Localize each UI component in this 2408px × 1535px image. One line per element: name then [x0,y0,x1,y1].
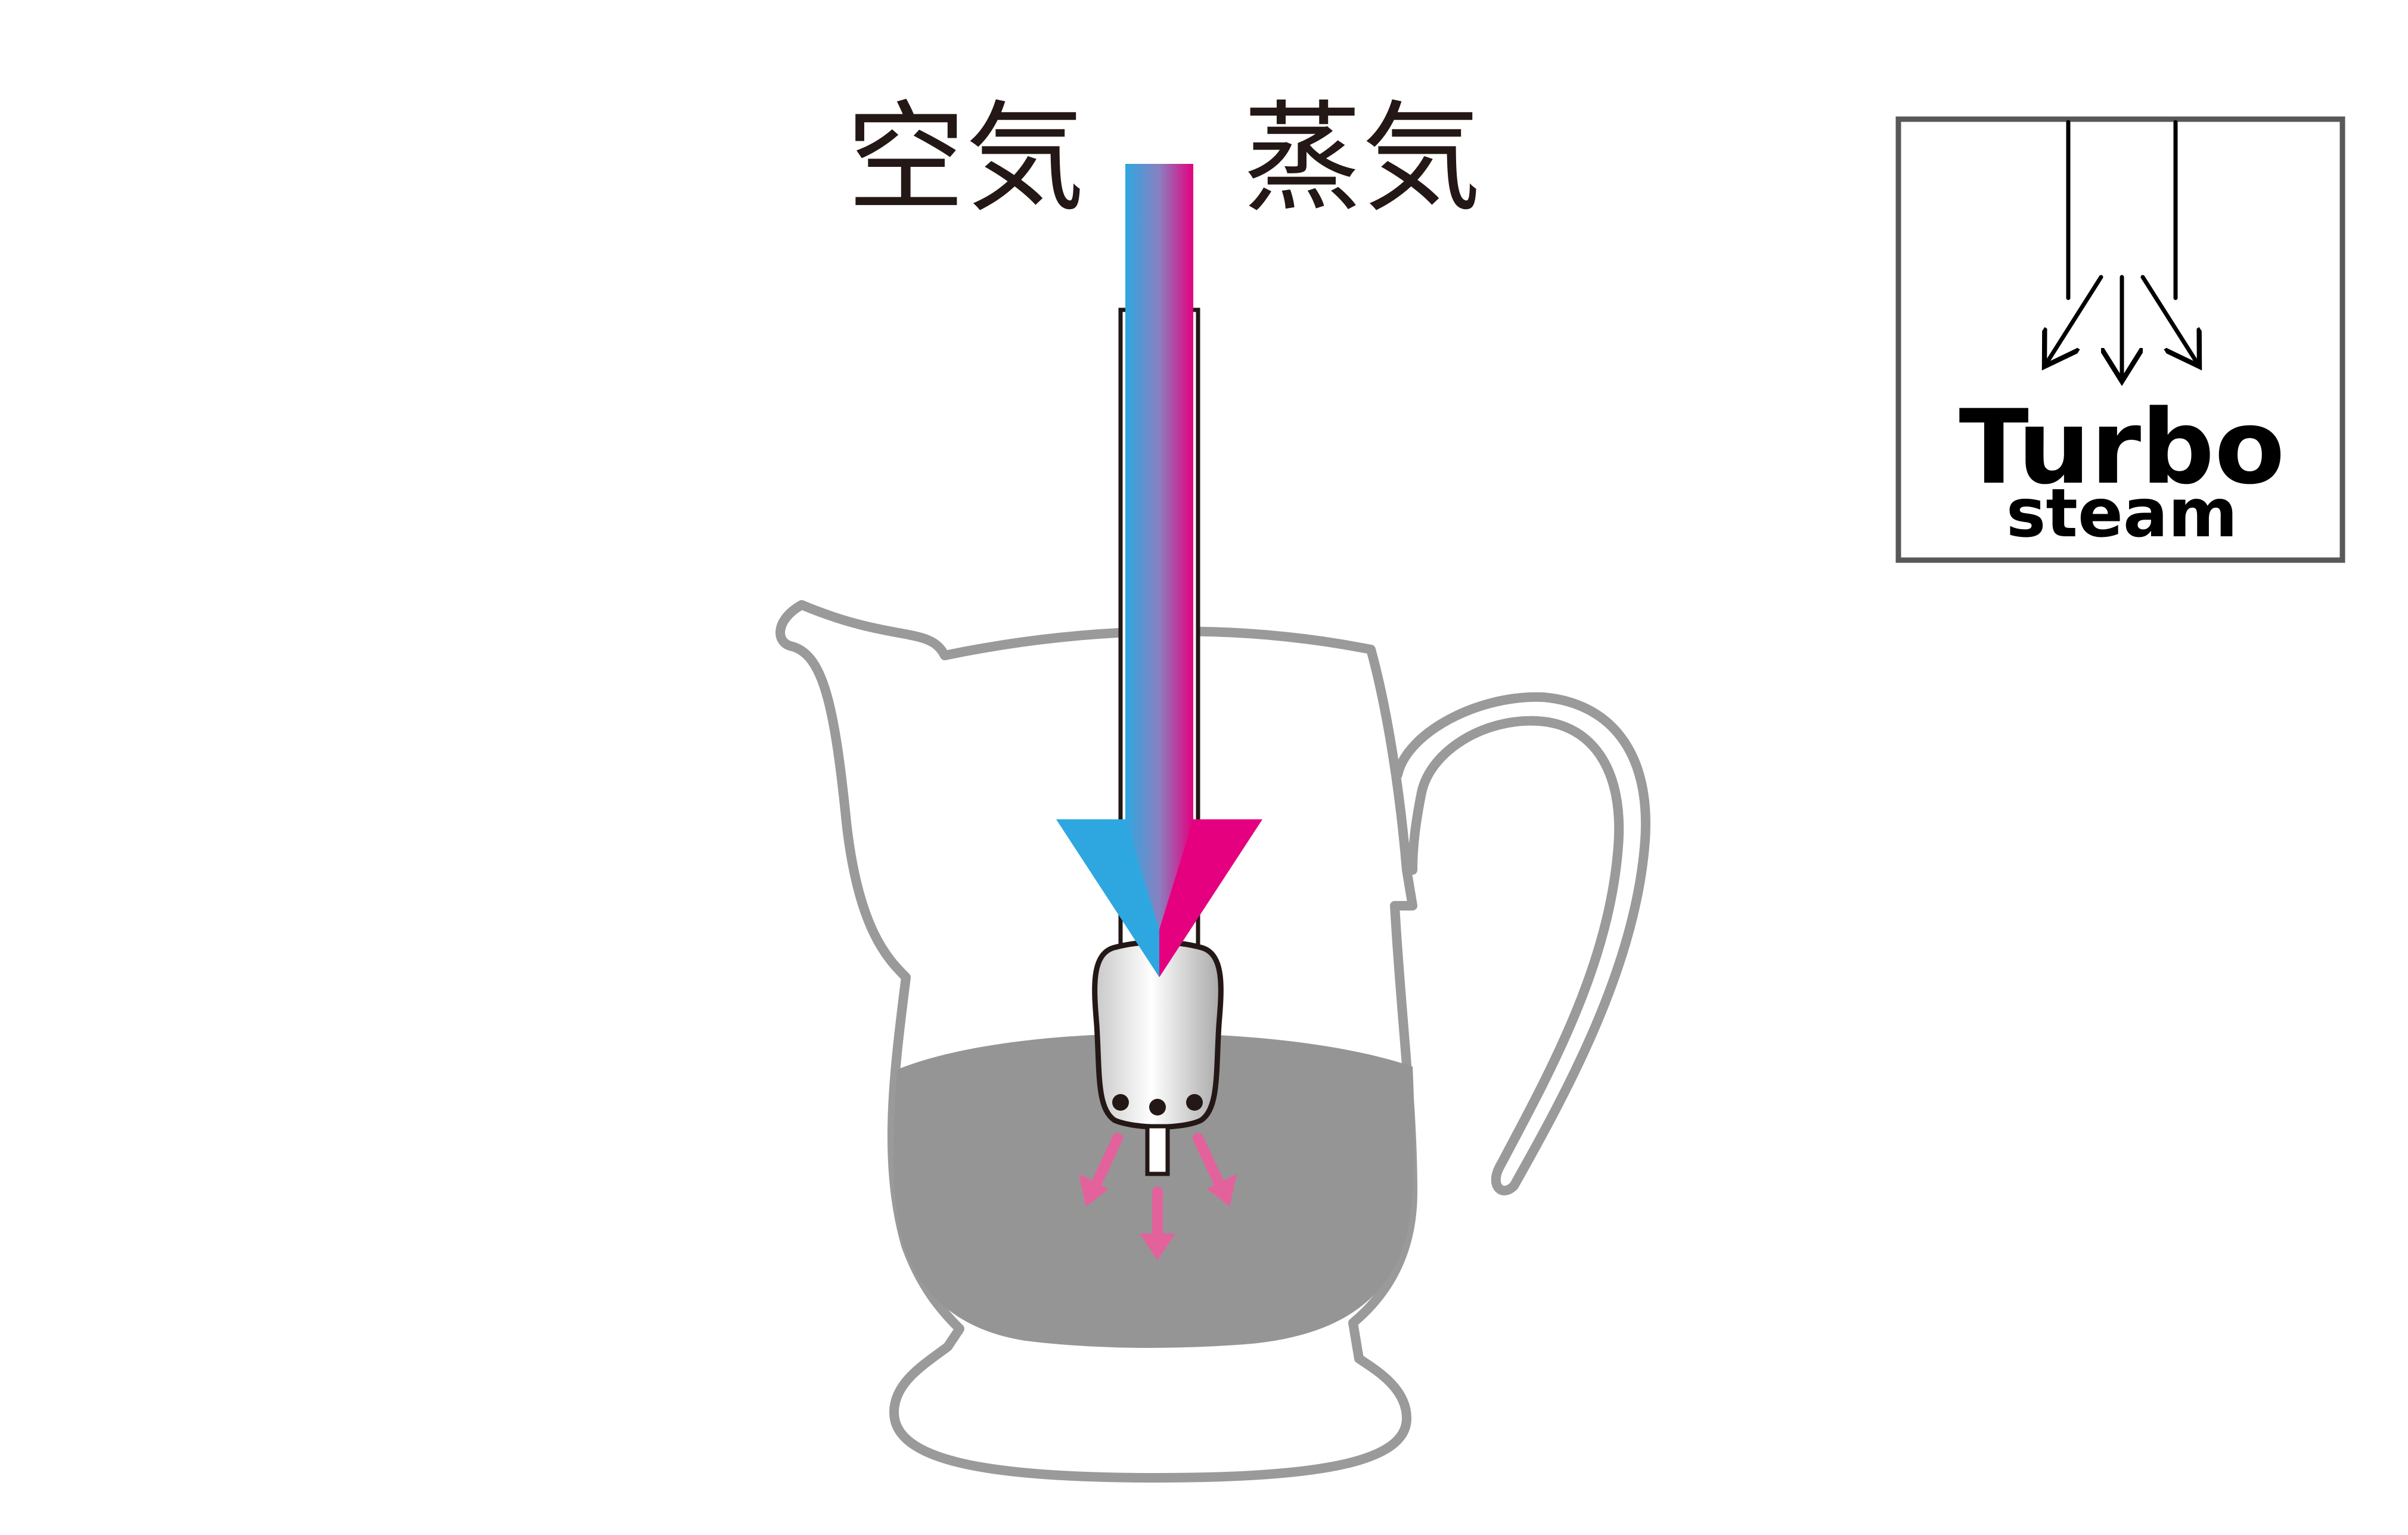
pitcher-body [775,600,1417,1483]
spray-arrow-center [1140,1186,1175,1260]
nozzle-hole-left [1112,1094,1129,1111]
milk-pitcher [775,600,1650,1483]
steam-label: 蒸気 [1243,89,1481,228]
nozzle-hole-center [1149,1099,1166,1115]
spray-arrow-left [1079,1133,1123,1207]
badge-title: Turbo [1959,387,2285,507]
pitcher-handle [1393,692,1650,1195]
spray-arrow-right [1193,1133,1237,1207]
turbo-steam-badge: Turbo steam [1895,116,2345,563]
steam-wand-tip [1092,939,1224,1176]
steam-spray-arrows [1079,1133,1237,1260]
nozzle-hole-right [1186,1094,1203,1111]
badge-subtitle: steam [2006,475,2238,552]
nozzle-stem [1145,1124,1170,1176]
air-label: 空気 [846,89,1085,228]
badge-flow-icon [2044,120,2199,381]
air-steam-flow-arrow [1056,164,1262,977]
